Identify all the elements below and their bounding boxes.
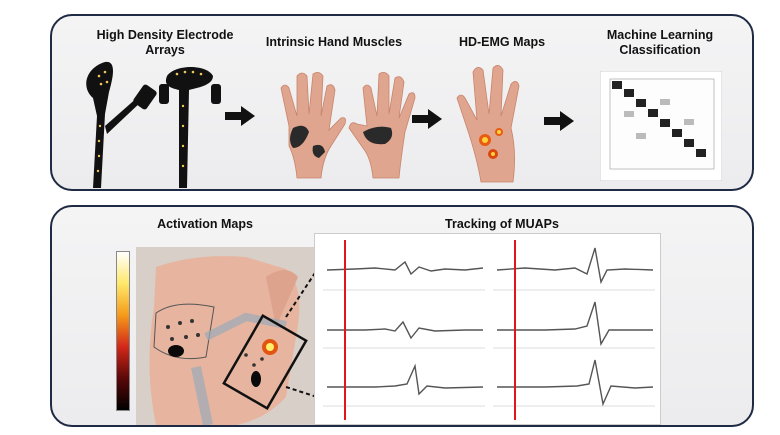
muap-tracking-title: Tracking of MUAPs: [445, 217, 559, 231]
muap-trace: [327, 363, 484, 396]
pipeline-panel: High Density Electrode Arrays Intrinsic …: [50, 14, 754, 191]
muap-trace: [496, 247, 654, 285]
muap-trace: [327, 320, 483, 340]
intrinsic-hand-muscles-illustration: [280, 72, 416, 179]
activation-map-hand: [136, 247, 326, 425]
arrow-icon: [412, 109, 442, 129]
left-hand: [280, 72, 346, 179]
ml-classification-title: Machine Learning Classification: [606, 28, 714, 57]
muap-trace-grid: [314, 233, 661, 425]
muap-trace: [497, 359, 654, 407]
electrode-arrays-illustration: [86, 61, 221, 188]
hdemg-maps-title: HD-EMG Maps: [458, 35, 546, 49]
right-hand: [348, 72, 416, 179]
electrode-patch-hypothenar: [363, 126, 393, 145]
electrode-arrays-title: High Density Electrode Arrays: [96, 28, 234, 57]
hdemg-map-illustration: [456, 65, 520, 183]
activation-maps-title: Activation Maps: [157, 217, 253, 231]
electrode-array-2: [165, 67, 213, 188]
zoom-region-box: [222, 314, 308, 410]
analysis-panel: Activation Maps Tracking of MUAPs: [50, 205, 754, 427]
muap-trace: [497, 301, 653, 347]
trace-column-right: [493, 240, 655, 420]
muap-trace: [326, 260, 484, 276]
trace-column-left: [323, 240, 485, 420]
electrode-connector-1: [105, 96, 143, 134]
activation-colorbar: [116, 251, 130, 411]
arrow-icon: [225, 106, 255, 126]
electrode-patch-thenar: [290, 125, 309, 148]
arrow-icon: [544, 111, 574, 131]
hand-muscles-title: Intrinsic Hand Muscles: [265, 35, 403, 49]
confusion-matrix-illustration: [600, 71, 722, 181]
